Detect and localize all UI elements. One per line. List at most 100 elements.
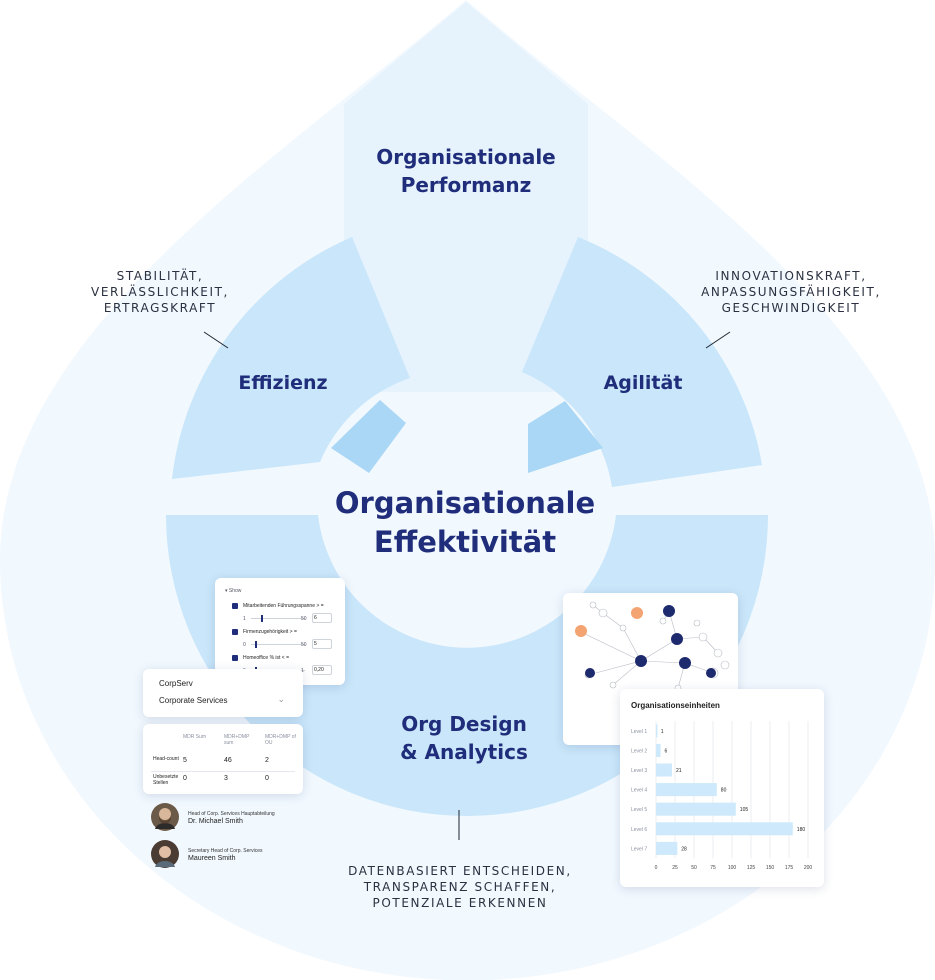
unit-name: Corporate Services (159, 696, 228, 705)
stats-cell: 0 (183, 775, 187, 782)
avatar (151, 840, 179, 868)
filter-slider[interactable] (251, 618, 305, 619)
person-name: Maureen Smith (188, 855, 236, 862)
effizienz-caption-line: ERTRAGSKRAFT (103, 301, 217, 315)
bar[interactable] (656, 822, 793, 836)
bar[interactable] (656, 743, 661, 757)
bar[interactable] (656, 763, 672, 777)
filter-header[interactable]: ▾ Show (225, 588, 241, 594)
effizienz-caption-line: VERLÄSSLICHKEIT, (91, 285, 229, 299)
category-label: Level 1 (631, 729, 647, 735)
unit-code: CorpServ (159, 679, 193, 688)
slider-handle[interactable] (255, 641, 257, 648)
filter-value-input[interactable]: 5 (312, 639, 332, 649)
filter-max: 1 (301, 668, 304, 674)
x-tick-label: 0 (655, 865, 658, 871)
leader-line-agilitaet (705, 331, 731, 349)
chevron-down-icon: ⌄ (277, 694, 285, 704)
agilitaet-caption: INNOVATIONSKRAFT, ANPASSUNGSFÄHIGKEIT, G… (696, 268, 886, 316)
filter-max: 50 (301, 616, 307, 622)
agilitaet-caption-line: GESCHWINDIGKEIT (721, 301, 861, 315)
filter-min: 0 (243, 642, 246, 648)
bar[interactable] (656, 724, 658, 738)
effizienz-caption-line: STABILITÄT, (116, 269, 204, 283)
category-label: Level 7 (631, 846, 647, 852)
effizienz-caption: STABILITÄT, VERLÄSSLICHKEIT, ERTRAGSKRAF… (80, 268, 240, 316)
performanz-arrow (344, 2, 588, 392)
filter-label: Homeoffice % ist < = (243, 655, 290, 661)
x-tick-label: 150 (766, 865, 775, 871)
avatar (151, 803, 179, 831)
filter-row: Mitarbeitenden Führungsspanne > = 1 50 6 (215, 603, 345, 629)
filter-value-input[interactable]: 0,20 (312, 665, 332, 675)
chart-title: Organisationseinheiten (631, 701, 720, 710)
filter-label: Mitarbeitenden Führungsspanne > = (243, 603, 324, 609)
stats-cell: 3 (224, 775, 228, 782)
agilitaet-caption-line: ANPASSUNGSFÄHIGKEIT, (701, 285, 881, 299)
bar-value-label: 80 (721, 788, 727, 794)
slider-handle[interactable] (261, 615, 263, 622)
agilitaet-caption-line: INNOVATIONSKRAFT, (715, 269, 867, 283)
center-title-line1: Organisationale (334, 486, 596, 520)
bar[interactable] (656, 802, 736, 816)
x-tick-label: 125 (747, 865, 756, 871)
network-graph (575, 601, 730, 692)
category-label: Level 3 (631, 768, 647, 774)
filter-checkbox[interactable] (232, 603, 238, 609)
person-1[interactable]: Head of Corp. Services Hauptabteilung Dr… (150, 803, 310, 833)
stats-row-label: Unbesetzte Stellen (153, 774, 179, 786)
filter-label: Firmenzugehörigkeit > = (243, 629, 297, 635)
filter-row: Firmenzugehörigkeit > = 0 50 5 (215, 629, 345, 655)
person-name: Dr. Michael Smith (188, 818, 243, 825)
bar-value-label: 1 (661, 729, 664, 735)
stats-cell: 5 (183, 757, 187, 764)
filter-header-label: Show (228, 588, 242, 594)
org-design-title: Org Design & Analytics (364, 710, 564, 766)
bar[interactable] (656, 841, 678, 855)
person-role: Secretary Head of Corp. Services (188, 848, 263, 854)
filter-card: ▾ Show Mitarbeitenden Führungsspanne > =… (215, 578, 345, 685)
x-tick-label: 175 (785, 865, 794, 871)
top-title: Organisationale Performanz (344, 143, 588, 199)
x-tick-label: 100 (728, 865, 737, 871)
bar-value-label: 6 (665, 748, 668, 754)
bar-value-label: 21 (676, 768, 682, 774)
filter-checkbox[interactable] (232, 629, 238, 635)
org-design-caption-line: DATENBASIERT ENTSCHEIDEN, (348, 864, 572, 878)
filter-max: 50 (301, 642, 307, 648)
filter-checkbox[interactable] (232, 655, 238, 661)
org-design-caption: DATENBASIERT ENTSCHEIDEN, TRANSPARENZ SC… (340, 863, 580, 911)
stats-column-header: MDR+DMP of OU (265, 734, 296, 746)
org-design-caption-line: POTENZIALE ERKENNEN (372, 896, 548, 910)
bar-value-label: 105 (740, 807, 749, 813)
stats-cell: 0 (265, 775, 269, 782)
person-2[interactable]: Secretary Head of Corp. Services Maureen… (150, 840, 310, 870)
stats-column-header: MDR Sum (183, 734, 207, 740)
x-tick-label: 200 (804, 865, 813, 871)
inner-wedge-left (331, 400, 406, 473)
stats-row-label: Head-count (153, 756, 179, 762)
leader-line-effizienz (203, 331, 229, 349)
category-label: Level 5 (631, 807, 647, 813)
category-label: Level 2 (631, 748, 647, 754)
unit-select[interactable]: Corporate Services ⌄ (153, 693, 293, 709)
agilitaet-segment (522, 237, 762, 487)
category-label: Level 6 (631, 827, 647, 833)
stats-divider (151, 771, 295, 772)
unit-card: CorpServ Corporate Services ⌄ (143, 669, 303, 717)
filter-min: 1 (243, 616, 246, 622)
top-title-line1: Organisationale (376, 145, 556, 169)
filter-slider[interactable] (251, 644, 305, 645)
stats-cell: 46 (224, 757, 232, 764)
chevron-down-icon: ▾ (225, 588, 228, 594)
bar-value-label: 28 (681, 846, 687, 852)
org-design-title-line1: Org Design (401, 712, 527, 736)
inner-wedge-right (528, 401, 603, 473)
filter-value-input[interactable]: 6 (312, 613, 332, 623)
center-title: Organisationale Effektivität (320, 484, 610, 562)
top-title-line2: Performanz (400, 173, 532, 197)
bar[interactable] (656, 783, 717, 797)
